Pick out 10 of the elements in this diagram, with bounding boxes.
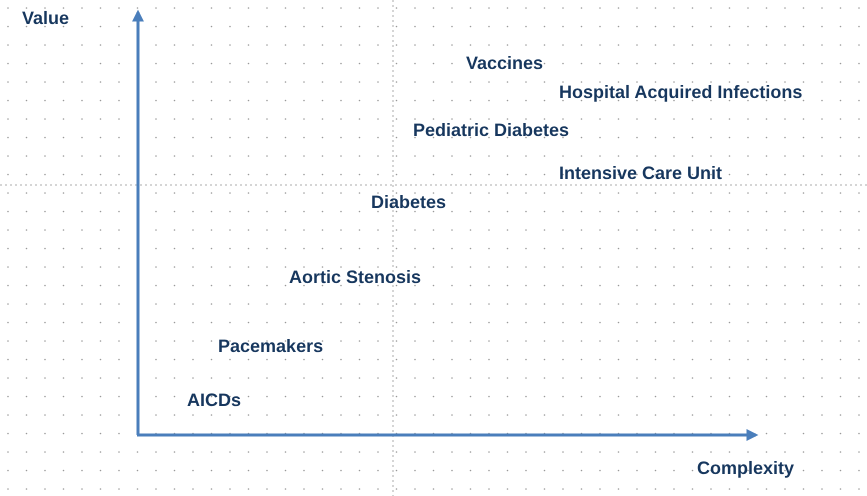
axis-title: Value [22,7,70,29]
point-label: Hospital Acquired Infections [559,81,802,103]
axis-title: Complexity [697,457,794,479]
point-label: Aortic Stenosis [289,266,422,288]
point-label: Vaccines [466,52,544,74]
point-label: AICDs [187,389,242,411]
point-label: Pacemakers [218,335,324,357]
point-label: Intensive Care Unit [559,162,722,184]
point-label: Diabetes [371,191,446,213]
point-label: Pediatric Diabetes [413,119,570,141]
